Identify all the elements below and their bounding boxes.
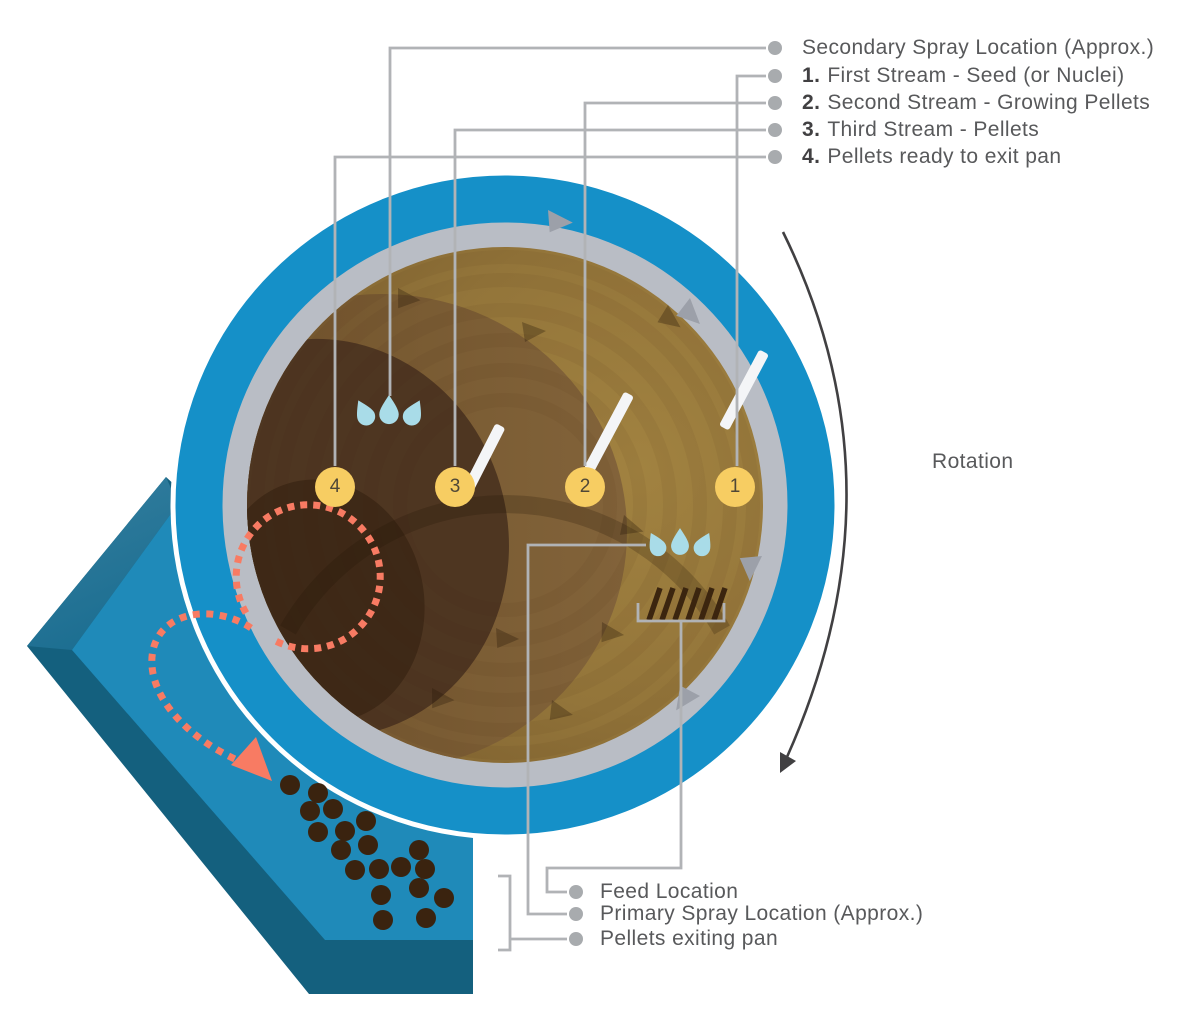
leader-feed	[545, 621, 683, 894]
stream-marker-4: 4	[315, 467, 355, 507]
leader-secondary-spray	[388, 46, 766, 396]
leader-stream-4	[333, 155, 766, 466]
interior-bottom-shadow	[280, 495, 730, 635]
legend-item-label: Pellets ready to exit pan	[827, 145, 1062, 168]
chute-bevel-edge	[27, 477, 178, 650]
label-primary-spray-location: Primary Spray Location (Approx.)	[600, 902, 924, 925]
scraper-bar-icon	[585, 392, 633, 472]
stream-marker-1: 1	[715, 467, 755, 507]
label-pellets-exiting-pan: Pellets exiting pan	[600, 927, 779, 950]
stream-marker-2: 2	[565, 467, 605, 507]
pan-gray-rim	[222, 222, 788, 788]
secondary-spray-droplets-icon	[357, 394, 421, 426]
rotation-label: Rotation	[932, 450, 1014, 473]
exiting-pellet-dots	[280, 775, 454, 930]
leader-dot-icon	[768, 69, 782, 83]
leader-lines	[333, 46, 766, 952]
leader-dot-icon	[768, 96, 782, 110]
leader-dot-icon	[569, 932, 583, 946]
primary-spray-droplets-icon	[649, 528, 711, 557]
leader-dot-icon	[768, 41, 782, 55]
legend-item-label: First Stream - Seed (or Nuclei)	[827, 64, 1125, 87]
legend-item-number: 3.	[802, 118, 821, 141]
label-feed-location: Feed Location	[600, 880, 739, 903]
leader-dot-icon	[569, 885, 583, 899]
leader-dots	[569, 41, 782, 946]
legend-stream-1: 1. First Stream - Seed (or Nuclei)	[802, 63, 1124, 89]
legend-stream-2: 2. Second Stream - Growing Pellets	[802, 90, 1150, 116]
rotation-arc-arrow-icon	[780, 231, 848, 773]
leader-dot-icon	[768, 123, 782, 137]
legend-item-label: Secondary Spray Location (Approx.)	[802, 36, 1155, 59]
legend-item-label: Third Stream - Pellets	[827, 118, 1040, 141]
feed-hatch-icon	[646, 587, 728, 621]
leader-dot-icon	[569, 907, 583, 921]
exit-arrow-icon	[231, 737, 272, 781]
legend-stream-4: 4. Pellets ready to exit pan	[802, 144, 1061, 170]
legend-secondary-spray: Secondary Spray Location (Approx.)	[802, 35, 1154, 61]
legend-item-label: Second Stream - Growing Pellets	[827, 91, 1151, 114]
leader-dot-icon	[768, 150, 782, 164]
legend-item-number: 2.	[802, 91, 821, 114]
cascade-triangles	[398, 288, 681, 721]
leader-stream-1	[735, 74, 766, 466]
legend-item-number: 4.	[802, 145, 821, 168]
pellets-exit-bracket	[498, 874, 512, 952]
legend-item-number: 1.	[802, 64, 821, 87]
legend-stream-3: 3. Third Stream - Pellets	[802, 117, 1039, 143]
stream-marker-3: 3	[435, 467, 475, 507]
leader-stream-2	[583, 101, 766, 466]
leader-stream-3	[453, 128, 766, 466]
leader-primary-spray	[526, 543, 646, 916]
scraper-bar-icon	[720, 350, 768, 430]
